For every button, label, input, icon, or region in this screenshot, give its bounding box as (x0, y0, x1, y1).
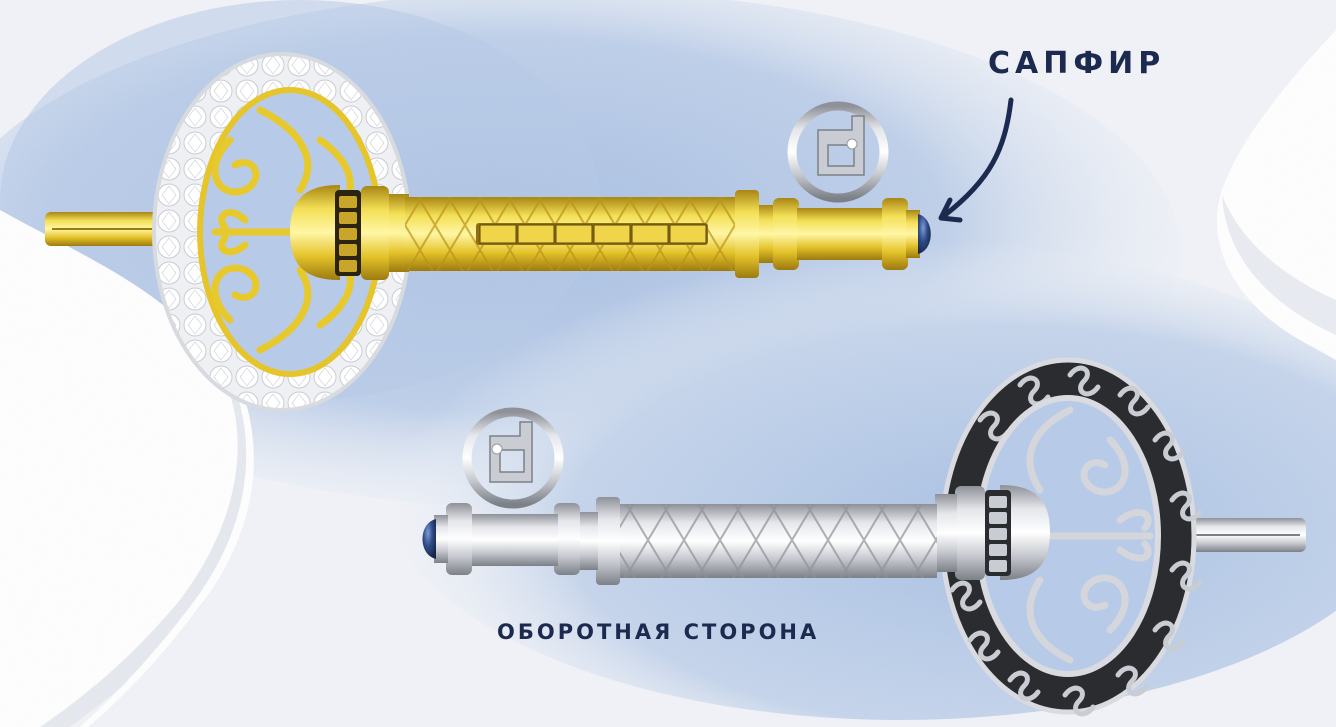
sapphire-gem-back (422, 519, 436, 559)
silver-key (422, 357, 1306, 717)
gold-key (45, 52, 931, 412)
arrow-icon (938, 97, 1014, 223)
reverse-side-label: ОБОРОТНАЯ СТОРОНА (497, 620, 820, 644)
sapphire-gem-front (918, 214, 931, 254)
sapphire-label: САПФИР (988, 46, 1166, 81)
